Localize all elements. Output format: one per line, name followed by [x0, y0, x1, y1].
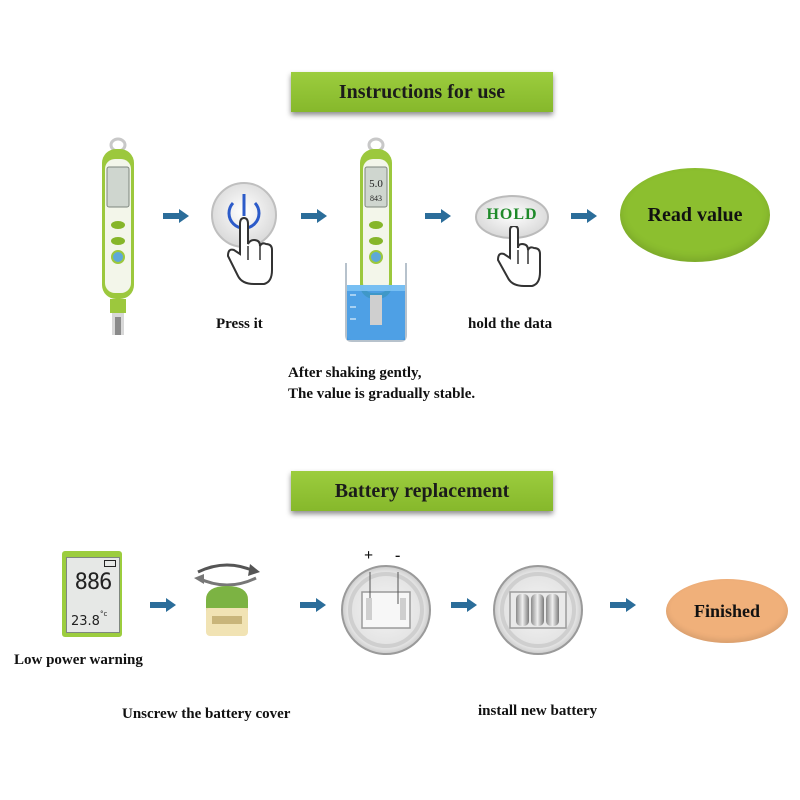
unscrew-caption: Unscrew the battery cover	[122, 706, 291, 722]
battery-title: Battery replacement	[334, 479, 510, 502]
shake-caption-line1: After shaking gently,	[288, 365, 422, 381]
battery-minus-sign: -	[395, 547, 401, 564]
svg-text:843: 843	[370, 194, 382, 203]
unscrew-cover-icon	[194, 563, 260, 636]
empty-battery-compartment-icon	[341, 565, 431, 655]
meter-in-beaker-icon: 5.0 843	[345, 137, 407, 342]
installed-battery-icon	[493, 565, 583, 655]
battery-banner: Battery replacement	[291, 471, 553, 511]
battery-low-icon	[104, 560, 116, 567]
low-power-caption: Low power warning	[14, 652, 143, 668]
lcd-temp-value: 23.8	[71, 614, 100, 629]
finished-badge: Finished	[666, 579, 788, 643]
battery-plus-sign: +	[364, 547, 374, 564]
arrow-right-icon	[425, 209, 451, 223]
shake-caption-line2: The value is gradually stable.	[288, 386, 476, 402]
instructions-title: Instructions for use	[338, 80, 506, 103]
arrow-right-icon	[451, 598, 477, 612]
lcd-main-value: 886	[74, 570, 113, 595]
read-value-badge: Read value	[620, 168, 770, 262]
lcd-temp-unit: °c	[99, 610, 108, 618]
instructions-banner: Instructions for use	[291, 72, 553, 112]
arrow-right-icon	[163, 209, 189, 223]
arrow-right-icon	[300, 598, 326, 612]
arrow-right-icon	[571, 209, 597, 223]
press-caption: Press it	[216, 316, 263, 332]
hold-label: HOLD	[486, 206, 538, 223]
lcd-display: 886 23.8°c	[62, 551, 122, 637]
arrow-right-icon	[150, 598, 176, 612]
ph-meter-pen-icon	[102, 137, 134, 335]
read-value-label: Read value	[647, 203, 743, 226]
arrow-right-icon	[610, 598, 636, 612]
svg-text:5.0: 5.0	[369, 178, 383, 190]
arrow-right-icon	[301, 209, 327, 223]
finished-label: Finished	[693, 600, 761, 621]
pointing-hand-icon	[496, 226, 541, 287]
power-button-press-icon	[211, 182, 277, 285]
hold-caption: hold the data	[468, 316, 553, 332]
install-caption: install new battery	[478, 703, 598, 719]
